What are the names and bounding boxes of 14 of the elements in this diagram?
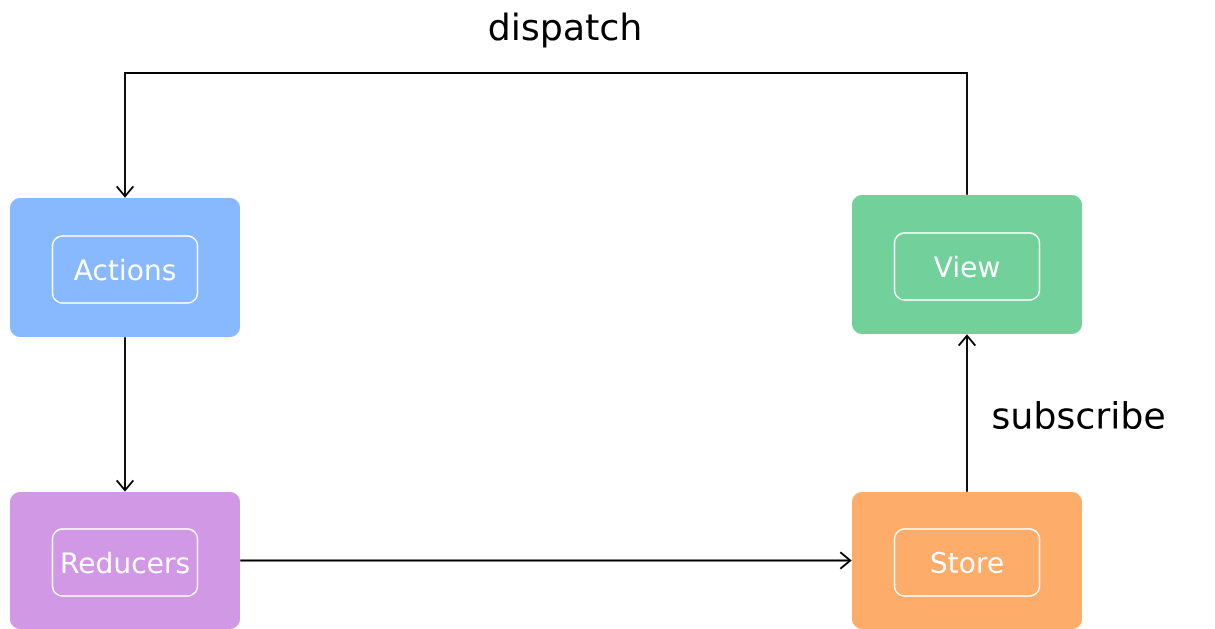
process-box — [10, 492, 240, 629]
arrow — [115, 336, 135, 492]
label-box: Actions — [51, 235, 199, 304]
process-box — [852, 492, 1082, 629]
label-box: View — [893, 232, 1041, 301]
label-box: Reducers — [51, 528, 199, 597]
arrow — [115, 72, 968, 198]
arrow — [239, 551, 852, 570]
process-box — [10, 198, 240, 337]
label-box: Store — [893, 528, 1041, 597]
edge-label: dispatch — [489, 12, 640, 48]
arrow — [957, 334, 977, 493]
process-box — [852, 195, 1082, 334]
edge-label: subscribe — [993, 400, 1164, 430]
